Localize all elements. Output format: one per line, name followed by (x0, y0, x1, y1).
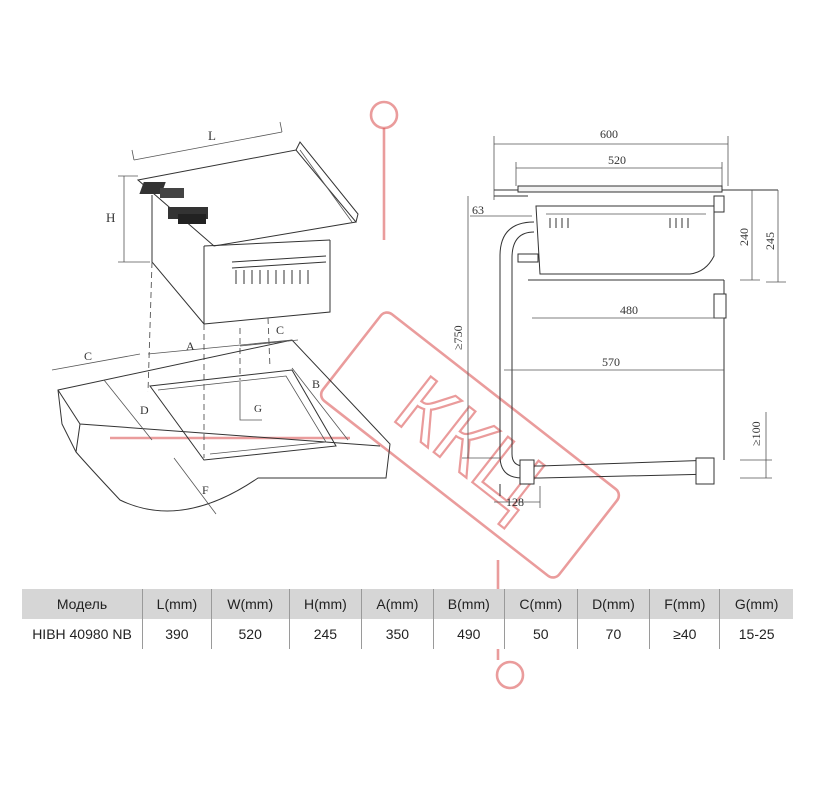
header-W: W(mm) (210, 589, 290, 619)
cell-C: 50 (503, 619, 578, 649)
spec-table-header: Модель L(mm) W(mm) H(mm) A(mm) B(mm) C(m… (22, 589, 793, 619)
header-A: A(mm) (361, 589, 434, 619)
hob-control-panel (139, 182, 208, 224)
dim-min-750: ≥750 (451, 325, 465, 350)
header-G: G(mm) (719, 589, 793, 619)
countertop (57, 339, 391, 512)
header-H: H(mm) (288, 589, 362, 619)
dim-240: 240 (737, 228, 751, 246)
countertop-cutout (149, 369, 337, 461)
label-H: H (106, 210, 115, 225)
label-L: L (208, 128, 216, 143)
air-duct (499, 221, 540, 479)
cell-G: 15-25 (719, 619, 793, 649)
header-B: B(mm) (432, 589, 505, 619)
dim-570: 570 (602, 355, 620, 369)
label-B: B (312, 377, 320, 391)
cell-W: 520 (210, 619, 290, 649)
isometric-view: L H C A C B D G F (51, 121, 391, 515)
side-view: 600 520 63 (451, 127, 786, 509)
dim-520: 520 (608, 153, 626, 167)
header-L: L(mm) (142, 589, 212, 619)
dim-480: 480 (620, 303, 638, 317)
label-A: A (186, 339, 195, 353)
vent-grille (231, 255, 327, 284)
header-D: D(mm) (576, 589, 650, 619)
header-model: Модель (22, 589, 143, 619)
watermark-text: ККЦ (379, 358, 563, 531)
header-C: C(mm) (503, 589, 578, 619)
cell-model: HIBH 40980 NB (22, 619, 143, 649)
spec-table: Модель L(mm) W(mm) H(mm) A(mm) B(mm) C(m… (22, 589, 793, 649)
header-F: F(mm) (649, 589, 720, 619)
dim-min-100: ≥100 (749, 421, 763, 446)
label-D: D (140, 403, 149, 417)
dim-245: 245 (763, 232, 777, 250)
dim-63: 63 (472, 203, 484, 217)
table-row: HIBH 40980 NB 390 520 245 350 490 50 70 … (22, 619, 793, 649)
hob-glass-side (517, 185, 723, 193)
label-F: F (202, 483, 209, 497)
cell-A: 350 (361, 619, 434, 649)
cell-L: 390 (142, 619, 212, 649)
dim-128: 128 (506, 495, 524, 509)
hood-box (151, 195, 205, 326)
label-C-right: C (276, 323, 284, 337)
cell-B: 490 (432, 619, 505, 649)
cell-F: ≥40 (649, 619, 720, 649)
dim-600: 600 (600, 127, 618, 141)
label-G: G (254, 403, 262, 415)
cell-D: 70 (576, 619, 650, 649)
cell-H: 245 (288, 619, 362, 649)
hood-unit-side (535, 205, 715, 275)
label-C-left: C (84, 349, 92, 363)
